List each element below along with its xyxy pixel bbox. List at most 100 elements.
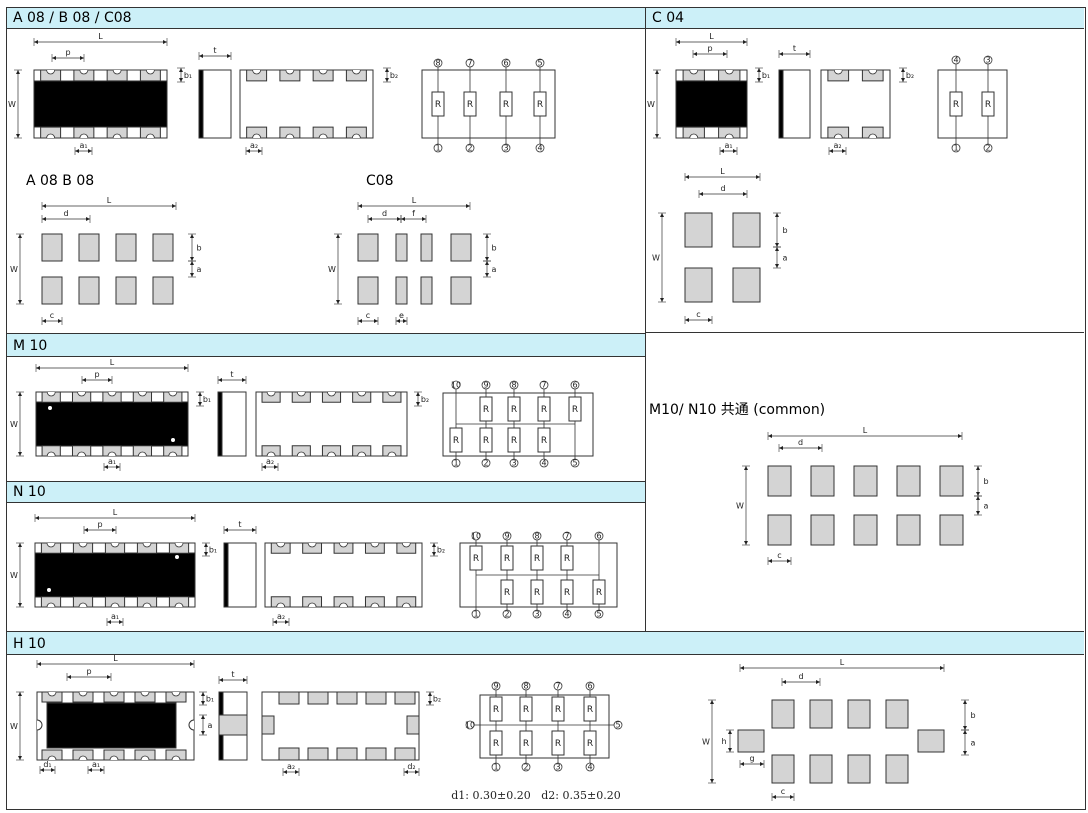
dimension-arrow <box>829 149 846 153</box>
pin-circle <box>585 762 595 772</box>
pin-number: 8 <box>523 682 528 691</box>
dimension-label: c <box>696 310 700 319</box>
pin-number: 4 <box>564 610 569 619</box>
dimension-label: c <box>777 551 781 560</box>
pin-number: 10 <box>471 532 481 541</box>
resistor-symbol <box>489 696 503 722</box>
pin-number: 1 <box>453 459 458 468</box>
terminal-notch <box>370 542 380 548</box>
dimension-arrow <box>84 528 116 532</box>
dimension-label: a₂ <box>277 612 285 621</box>
land-pad <box>684 267 713 303</box>
resistor-symbol <box>530 579 544 605</box>
terminal-notch <box>351 133 361 139</box>
pin-circle <box>535 143 545 153</box>
dimension-label: a₂ <box>833 141 841 150</box>
pin-number: 5 <box>572 459 577 468</box>
side-view <box>198 69 232 139</box>
terminal-notch <box>142 542 152 548</box>
pin-circle <box>509 380 519 390</box>
pin-number: 5 <box>615 721 620 730</box>
pin-number: 1 <box>473 610 478 619</box>
pin-number: 4 <box>541 459 546 468</box>
dimension-label: c <box>781 787 785 796</box>
dimension-label: L <box>709 32 714 41</box>
dimension-label: t <box>231 670 234 679</box>
land-pad <box>939 514 964 546</box>
terminal-notch <box>79 133 89 139</box>
pin-number: 3 <box>534 610 539 619</box>
resistor-label: R <box>504 554 510 564</box>
dimension-label: a <box>984 502 989 511</box>
resistor-label: R <box>467 100 473 110</box>
pin1-marker <box>48 406 52 410</box>
terminal-notch <box>109 755 119 761</box>
pin-circle <box>465 58 475 68</box>
resistor-symbol <box>537 396 551 422</box>
side-view-body <box>198 69 204 139</box>
terminal-notch <box>327 391 336 397</box>
side-view-body <box>223 542 229 608</box>
dimension-label: a <box>208 721 213 730</box>
dimension-label: a <box>783 254 788 263</box>
terminal-notch <box>276 602 286 608</box>
terminal-top <box>278 691 300 705</box>
resistor-symbol <box>507 427 521 453</box>
dimension-arrow <box>204 543 208 556</box>
pin-circle <box>509 458 519 468</box>
subtitle-common: M10/ N10 共通 (common) <box>649 402 826 418</box>
land-pad <box>809 699 833 729</box>
resistor-symbol <box>519 730 533 756</box>
dimension-label: t <box>793 44 796 53</box>
pin-number: 5 <box>537 59 542 68</box>
resistor-label: R <box>493 739 499 749</box>
pin-circle <box>451 458 461 468</box>
resistor-symbol <box>431 91 445 117</box>
pin-number: 8 <box>511 381 516 390</box>
h10-note-d2: d2: 0.35±0.20 <box>541 789 620 802</box>
dimension-label: p <box>707 44 712 53</box>
dimension-label: g <box>749 754 754 763</box>
side-view-body <box>217 391 223 457</box>
land-pad <box>684 212 713 248</box>
land-pad <box>885 754 909 784</box>
dimension-label: a₂ <box>266 457 274 466</box>
resistor-label: R <box>511 436 517 446</box>
resistor-label: R <box>523 739 529 749</box>
subtitle-c08: C08 <box>366 173 394 189</box>
dimension-arrow <box>40 768 55 772</box>
resistor-label: R <box>503 100 509 110</box>
dimension-label: p <box>97 520 102 529</box>
pin-circle <box>594 531 604 541</box>
pin-circle <box>532 609 542 619</box>
pin-circle <box>491 762 501 772</box>
dimension-arrow <box>396 319 407 323</box>
terminal-notch <box>138 451 147 457</box>
pin-number: 10 <box>451 381 461 390</box>
dimension-label: L <box>863 426 868 435</box>
dimension-label: W <box>647 100 655 109</box>
terminal-notch <box>868 133 878 139</box>
terminal-notch <box>107 451 117 457</box>
dimension-arrow <box>198 392 202 406</box>
terminal-notch <box>110 542 120 548</box>
end-notch <box>188 719 195 731</box>
pin-circle <box>562 609 572 619</box>
land-pad-end <box>737 729 765 753</box>
pin-circle <box>613 720 623 730</box>
dimension-arrow <box>720 149 737 153</box>
resistor-label: R <box>587 739 593 749</box>
land-pad <box>853 514 878 546</box>
terminal-notch <box>109 691 119 697</box>
terminal-notch <box>168 451 178 457</box>
land-pad <box>939 465 964 497</box>
section-title-c04: C 04 <box>652 10 685 26</box>
dimension-label: t <box>238 520 241 529</box>
pin-number: 2 <box>467 144 472 153</box>
terminal-notch <box>327 451 336 457</box>
resistor-symbol <box>551 730 565 756</box>
resistor-symbol <box>479 427 493 453</box>
resistor-label: R <box>587 705 593 715</box>
terminal-notch <box>387 391 397 397</box>
terminal-notch <box>78 691 88 697</box>
